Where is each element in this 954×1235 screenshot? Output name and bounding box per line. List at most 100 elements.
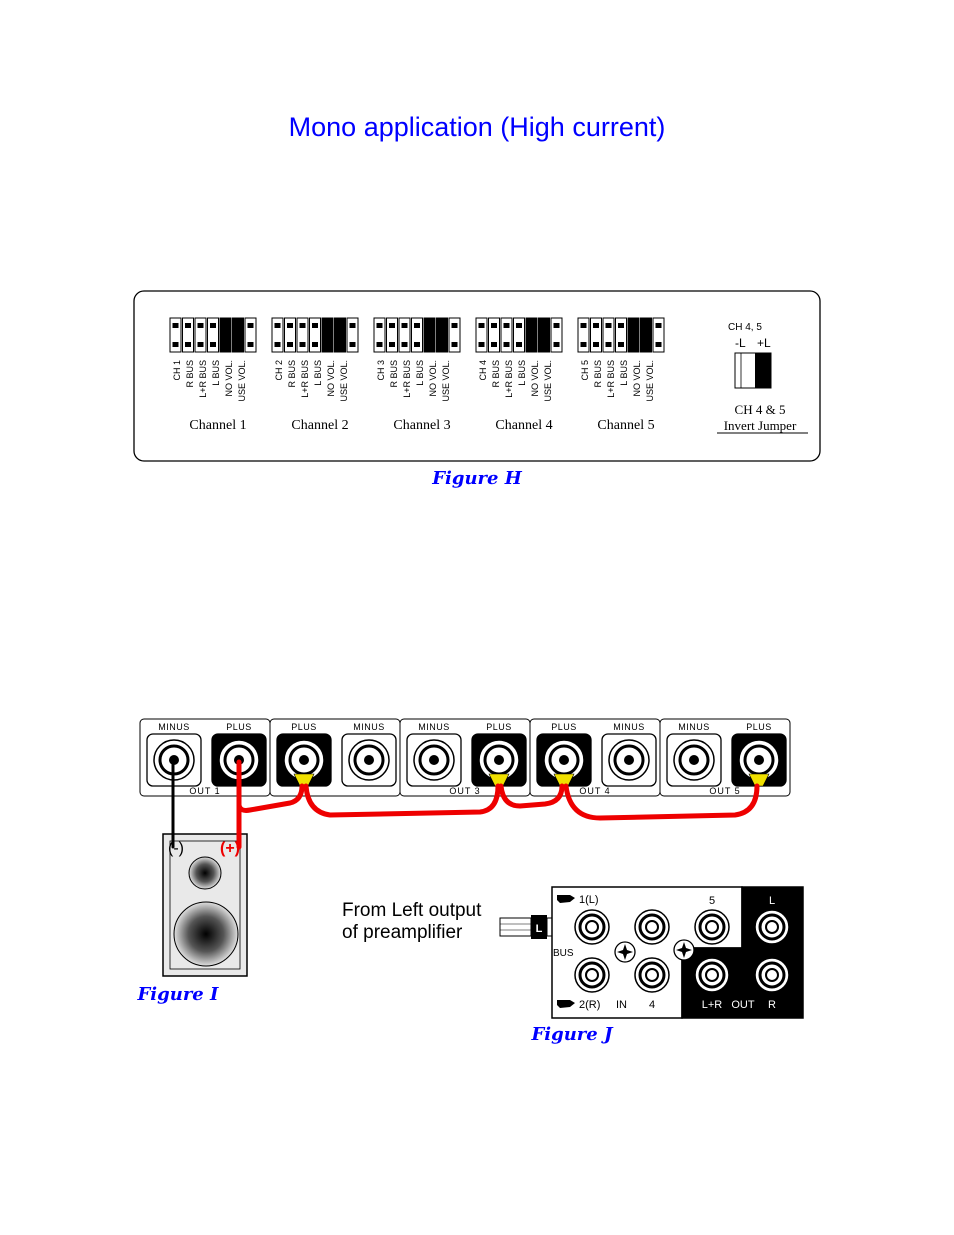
jumper-pin	[414, 323, 420, 328]
plus-terminal-label: PLUS	[551, 722, 577, 732]
jumper-pin-column	[284, 317, 296, 353]
page-title: Mono application (High current)	[288, 112, 666, 142]
jumper-pin	[553, 323, 560, 328]
jumper-pin-column	[346, 317, 359, 353]
plus-terminal-label: PLUS	[291, 722, 317, 732]
output-channel-label: OUT 1	[189, 786, 220, 796]
jumper-pin	[593, 323, 599, 328]
output-lr-label: L+R	[702, 999, 723, 1011]
jumper-pin	[401, 342, 408, 347]
jumper-pin	[274, 323, 281, 328]
input-1-label: 1(L)	[579, 894, 599, 906]
jumper-pin	[593, 342, 599, 347]
jumper-position-label: L BUS	[313, 360, 323, 386]
jumper-pin-column	[590, 317, 602, 353]
channel-name-label: Channel 5	[597, 418, 654, 433]
rca-jack	[754, 957, 790, 993]
pointing-hand-icon	[557, 895, 575, 903]
jumper-pin-column	[169, 317, 182, 353]
figure-h-caption: Figure H	[431, 468, 522, 489]
jumper-pin	[172, 323, 179, 328]
jumper-position-label: NO VOL.	[530, 360, 540, 397]
jumper-pin	[210, 342, 216, 347]
jumper-pin-column	[232, 317, 244, 353]
jumper-pin	[185, 342, 191, 347]
screw-icon	[673, 939, 695, 961]
jumper-pin	[618, 323, 624, 328]
jumper-pin-column	[448, 317, 461, 353]
jumper-pin	[478, 323, 485, 328]
jumper-position-label: L BUS	[517, 360, 527, 386]
jumper-pin	[299, 342, 306, 347]
rca-jack	[634, 909, 670, 945]
jumper-pin-column	[309, 317, 321, 353]
jumper-pin	[451, 342, 458, 347]
jumper-position-label: USE VOL.	[237, 360, 247, 402]
figure-j-caption: Figure J	[530, 1024, 613, 1045]
jumper-pin	[287, 323, 293, 328]
jumper-pin	[491, 342, 497, 347]
jumper-pin-column	[244, 317, 257, 353]
jumper-pin-column	[373, 317, 386, 353]
jumper-pin	[491, 323, 497, 328]
jumper-pin	[401, 323, 408, 328]
jumper-position-label: USE VOL.	[543, 360, 553, 402]
input-5-label: 5	[709, 895, 715, 907]
invert-jumper-line2: Invert Jumper	[724, 418, 797, 433]
jumper-pin-column	[488, 317, 500, 353]
jumper-pin	[478, 342, 485, 347]
jumper-position-label: USE VOL.	[339, 360, 349, 402]
jumper-pin-column	[513, 317, 525, 353]
screw-icon	[614, 941, 636, 963]
jumper-pin-column	[398, 317, 411, 353]
binding-post-center	[559, 755, 569, 765]
jumper-pin-column	[538, 317, 550, 353]
jumper-pin	[197, 342, 204, 347]
jumper-pin	[414, 342, 420, 347]
jumper-pin-column	[500, 317, 513, 353]
jumper-pin-column	[423, 317, 436, 353]
invert-jumper: CH 4, 5 -L +L CH 4 & 5 Invert Jumper	[717, 322, 808, 434]
jumper-position-label: NO VOL.	[428, 360, 438, 397]
rca-jacks	[574, 909, 790, 993]
jumper-pin	[299, 323, 306, 328]
jumper-pin	[287, 342, 293, 347]
jumper-pin	[389, 342, 395, 347]
jumper-pin-column	[182, 317, 194, 353]
jumper-pin-column	[550, 317, 563, 353]
speaker-wire	[303, 783, 501, 818]
jumper-position-label: NO VOL.	[326, 360, 336, 397]
jumper-position-label: L+R BUS	[504, 360, 514, 398]
jumper-position-label: L+R BUS	[300, 360, 310, 398]
woofer	[173, 901, 239, 967]
figure-j: From Left output of preamplifier L	[342, 886, 804, 1045]
jumper-pin-column	[271, 317, 284, 353]
jumper-pin-column	[334, 317, 346, 353]
jumper-pin	[605, 323, 612, 328]
invert-jumper-shunt	[755, 353, 771, 388]
speaker: (-) (+)	[162, 833, 248, 977]
jumper-pin-column	[411, 317, 423, 353]
output-l-label: L	[769, 895, 775, 907]
output-channel-label: OUT 3	[449, 786, 480, 796]
preamp-source-line2: of preamplifier	[342, 922, 463, 943]
invert-minus-l-label: -L	[735, 336, 746, 350]
output-r-label: R	[768, 999, 776, 1011]
invert-jumper-top-label: CH 4, 5	[728, 322, 762, 333]
rca-jack	[574, 909, 610, 945]
jumper-pin	[247, 323, 254, 328]
jumper-position-label: R BUS	[287, 360, 297, 388]
pointing-hand-icon	[557, 1000, 575, 1008]
jumper-pin-column	[525, 317, 538, 353]
jumper-pin	[247, 342, 254, 347]
jumper-pin	[516, 342, 522, 347]
jumper-pin-column	[194, 317, 207, 353]
output-channel-label: OUT 5	[709, 786, 740, 796]
